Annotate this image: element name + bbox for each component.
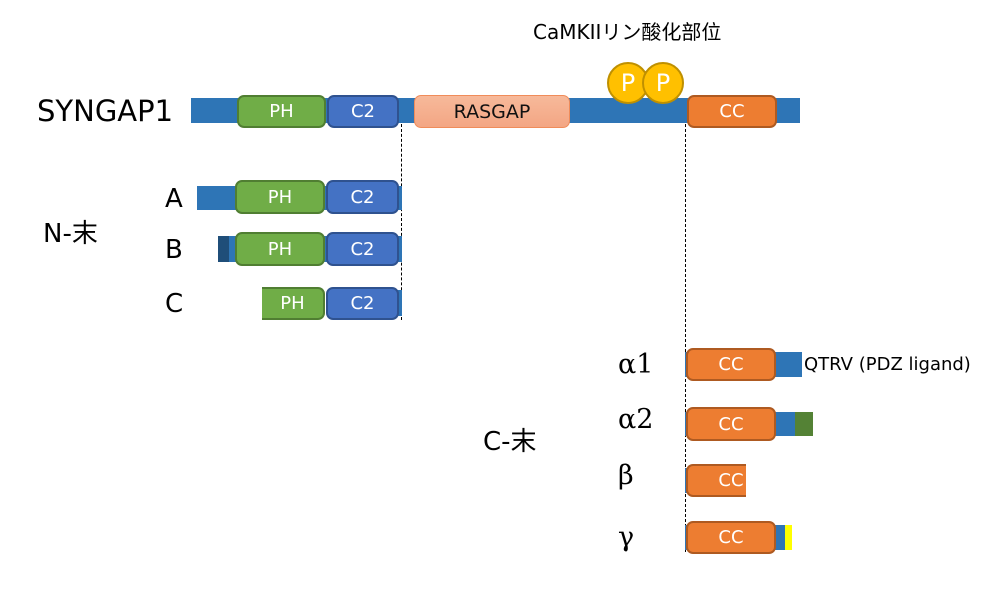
isoform-alpha2-tail <box>795 412 813 436</box>
phospho-site-title: CaMKIIリン酸化部位 <box>533 20 722 44</box>
isoform-gamma-label: γ <box>618 522 635 553</box>
pdz-ligand-note: QTRV (PDZ ligand) <box>804 354 971 375</box>
phospho-site-2: P <box>642 62 684 104</box>
isoform-a-label: A <box>165 184 183 214</box>
syngap1-cc-domain: CC <box>687 95 777 128</box>
isoform-b-label: B <box>165 235 183 265</box>
syngap1-ph-domain: PH <box>237 95 326 128</box>
n-term-label: N-末 <box>43 219 98 249</box>
isoform-gamma-tail <box>785 525 792 550</box>
syngap1-c2-domain: C2 <box>327 95 399 128</box>
protein-name: SYNGAP1 <box>37 94 174 128</box>
isoform-gamma-cc-domain: CC <box>686 521 776 554</box>
syngap1-rasgap-domain: RASGAP <box>414 95 570 128</box>
c-term-label: C-末 <box>483 427 537 457</box>
isoform-a-c2-domain: C2 <box>326 180 399 214</box>
isoform-a-ph-domain: PH <box>235 180 325 214</box>
isoform-b-ph-domain: PH <box>235 232 325 266</box>
isoform-alpha1-label: α1 <box>618 349 654 380</box>
isoform-beta-label: β <box>618 460 634 491</box>
isoform-alpha2-label: α2 <box>618 404 654 435</box>
isoform-c-ph-domain: PH <box>262 287 325 320</box>
n-term-boundary-line <box>401 124 402 320</box>
isoform-b-extension <box>218 236 229 262</box>
isoform-beta-cc-domain: CC <box>686 464 746 497</box>
isoform-c-c2-domain: C2 <box>326 287 399 320</box>
isoform-b-c2-domain: C2 <box>326 232 399 266</box>
isoform-alpha2-cc-domain: CC <box>686 407 776 441</box>
c-term-boundary-line <box>685 124 686 552</box>
isoform-alpha1-cc-domain: CC <box>686 348 776 381</box>
isoform-c-label: C <box>165 289 184 319</box>
